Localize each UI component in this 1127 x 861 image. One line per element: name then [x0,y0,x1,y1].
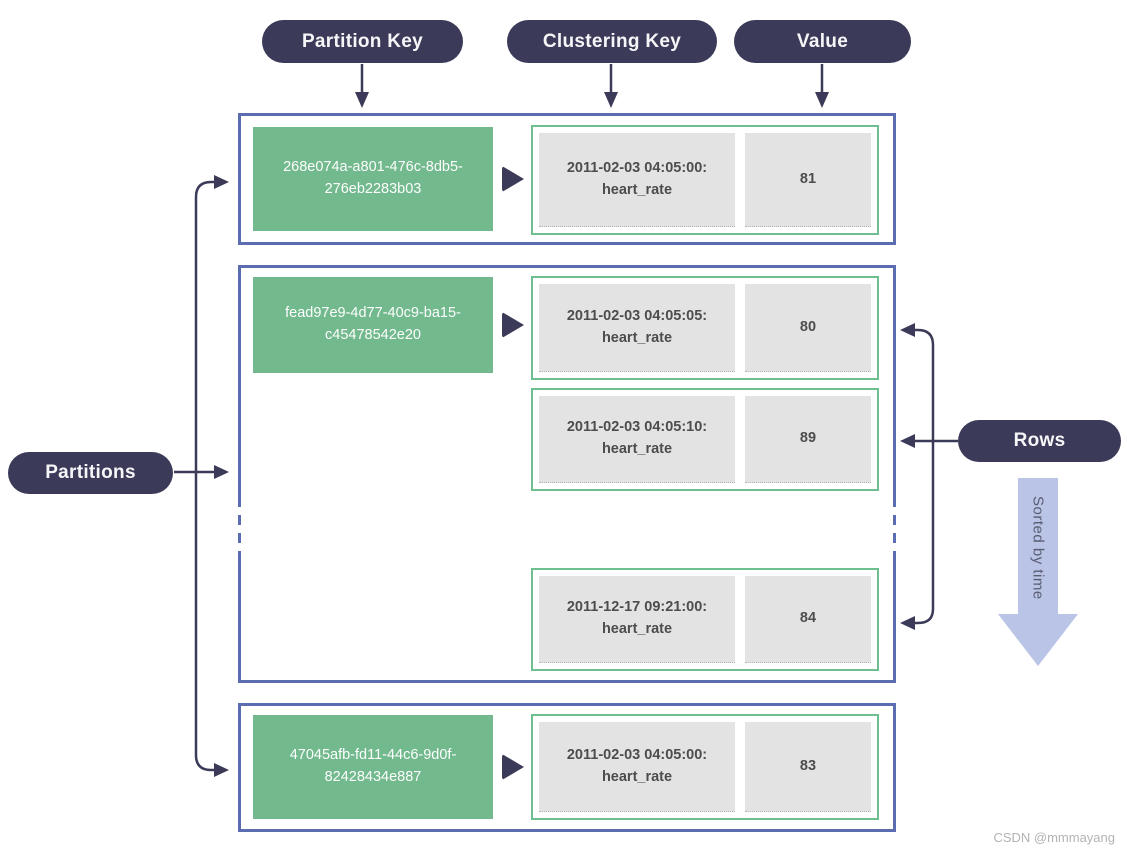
metric-text: heart_rate [601,441,673,457]
partition-key-2: fead97e9-4d77-40c9-ba15- c45478542e20 [253,277,493,373]
partition-key-3-line2: 82428434e887 [324,769,422,785]
value-cell: 80 [745,284,871,372]
row-p3-r1: 2011-02-03 04:05:00: heart_rate 83 [531,714,879,820]
partition-key-1-line2: 276eb2283b03 [324,181,422,197]
value-text: 84 [799,610,817,627]
clustering-key-text: 2011-02-03 04:05:00: [566,746,708,763]
metric-text: heart_rate [601,329,673,346]
sorted-by-time-label: Sorted by time [1029,496,1047,600]
clustering-key-text: 2011-12-17 09:21:00: [566,599,708,616]
label-rows: Rows [958,420,1121,462]
label-clustering-key: Clustering Key [507,20,717,63]
clustering-cell: 2011-02-03 04:05:00: heart_rate [539,133,735,227]
metric-text: heart_rate [601,181,673,198]
right-triangle-icon [502,312,524,338]
row-p2-r3: 2011-12-17 09:21:00: heart_rate 84 [531,568,879,671]
partition-key-1-line1: 268e074a-a801-476c-8db5- [283,159,463,176]
clustering-cell: 2011-02-03 04:05:10: heart_rate [539,396,735,483]
partition-box-2: fead97e9-4d77-40c9-ba15- c45478542e20 201… [238,265,896,683]
partition-key-3-line1: 47045afb-fd11-44c6-9d0f- [289,747,457,764]
value-cell: 84 [745,576,871,663]
clustering-key-text: 2011-02-03 04:05:00: [566,159,708,176]
row-p2-r2: 2011-02-03 04:05:10: heart_rate 89 [531,388,879,491]
value-text: 83 [799,757,817,774]
clustering-cell: 2011-02-03 04:05:00: heart_rate [539,722,735,812]
right-triangle-icon [502,754,524,780]
label-partitions: Partitions [8,452,173,494]
clustering-key-text: 2011-02-03 04:05:10: [566,419,708,436]
label-value: Value [734,20,911,63]
clustering-cell: 2011-02-03 04:05:05: heart_rate [539,284,735,372]
label-partition-key: Partition Key [262,20,463,63]
row-p1-r1: 2011-02-03 04:05:00: heart_rate 81 [531,125,879,235]
row-p2-r1: 2011-02-03 04:05:05: heart_rate 80 [531,276,879,380]
value-text: 81 [799,170,817,187]
clustering-key-text: 2011-02-03 04:05:05: [566,307,708,324]
clustering-cell: 2011-12-17 09:21:00: heart_rate [539,576,735,663]
value-cell: 81 [745,133,871,227]
partition-key-3: 47045afb-fd11-44c6-9d0f- 82428434e887 [253,715,493,819]
value-cell: 83 [745,722,871,812]
partition-key-2-line1: fead97e9-4d77-40c9-ba15- [285,305,461,322]
partition-box-3: 47045afb-fd11-44c6-9d0f- 82428434e887 201… [238,703,896,832]
dashed-border-left [238,497,241,561]
watermark: CSDN @mmmayang [993,830,1115,845]
value-cell: 89 [745,396,871,483]
metric-text: heart_rate [601,621,673,637]
partition-key-1: 268e074a-a801-476c-8db5- 276eb2283b03 [253,127,493,231]
partition-box-1: 268e074a-a801-476c-8db5- 276eb2283b03 201… [238,113,896,245]
metric-text: heart_rate [601,768,673,785]
partition-key-2-line2: c45478542e20 [325,327,421,343]
value-text: 89 [799,430,817,447]
dashed-border-right [893,497,896,561]
value-text: 80 [799,318,817,335]
right-triangle-icon [502,166,524,192]
